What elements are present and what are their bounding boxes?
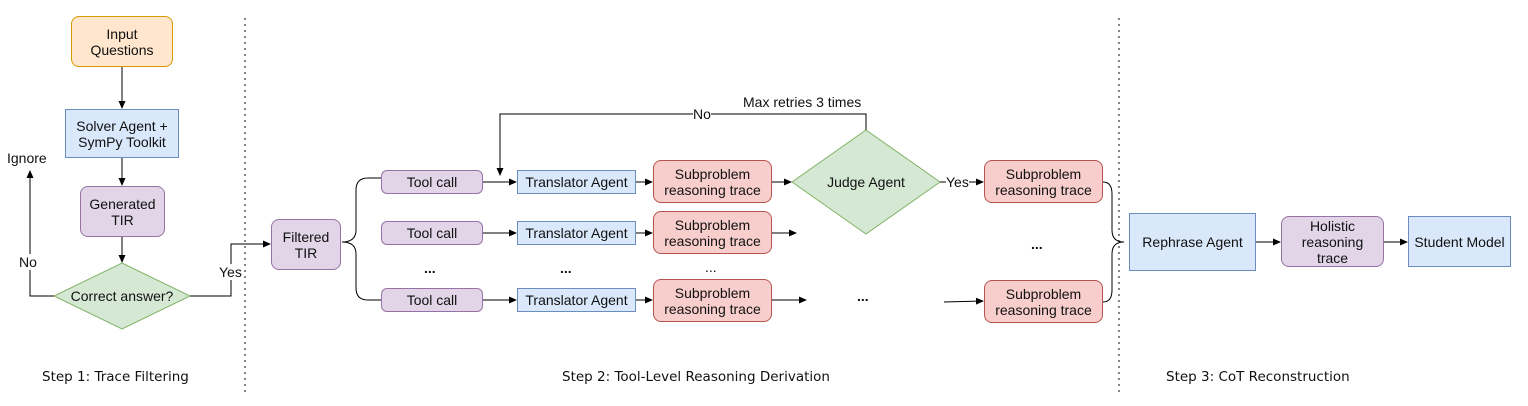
edge-into-sub-bottom bbox=[943, 297, 984, 305]
input-questions-node: Input Questions bbox=[71, 16, 173, 67]
judge-agent-diamond bbox=[791, 129, 941, 235]
ellipsis-translator: ... bbox=[560, 260, 572, 276]
translator-agent-node: Translator Agent bbox=[517, 221, 636, 245]
edge-no-to-ignore bbox=[26, 170, 54, 297]
tool-call-node: Tool call bbox=[381, 170, 483, 194]
edge-judge-retry bbox=[496, 113, 867, 176]
translator-agent-node: Translator Agent bbox=[517, 288, 636, 312]
max-retries-label: Max retries 3 times bbox=[743, 94, 862, 110]
tool-call-node: Tool call bbox=[381, 221, 483, 245]
correct-answer-diamond bbox=[52, 262, 192, 330]
rephrase-agent-node: Rephrase Agent bbox=[1129, 213, 1256, 271]
step3-caption: Step 3: CoT Reconstruction bbox=[1166, 369, 1350, 385]
holistic-trace-node: Holistic reasoning trace bbox=[1281, 216, 1384, 267]
ellipsis-subproblem: ... bbox=[705, 259, 717, 275]
yes-label-judge: Yes bbox=[946, 174, 969, 190]
correct-answer-label: Correct answer? bbox=[70, 288, 174, 304]
merge-brace bbox=[1102, 181, 1125, 303]
ellipsis-tool-call: ... bbox=[424, 260, 436, 276]
subproblem-trace-node: Subproblem reasoning trace bbox=[984, 160, 1103, 203]
ignore-label: Ignore bbox=[7, 150, 47, 166]
filtered-tir-node: Filtered TIR bbox=[271, 219, 341, 270]
generated-tir-node: Generated TIR bbox=[80, 186, 165, 237]
ellipsis-right: ... bbox=[1031, 236, 1043, 252]
student-model-node: Student Model bbox=[1408, 216, 1511, 267]
subproblem-trace-node: Subproblem reasoning trace bbox=[984, 280, 1103, 323]
no-label-retry: No bbox=[693, 106, 711, 122]
subproblem-trace-node: Subproblem reasoning trace bbox=[653, 279, 772, 322]
judge-agent-label: Judge Agent bbox=[827, 174, 905, 190]
no-label-step1: No bbox=[19, 254, 37, 270]
subproblem-trace-node: Subproblem reasoning trace bbox=[653, 211, 772, 254]
step2-caption: Step 2: Tool-Level Reasoning Derivation bbox=[562, 369, 830, 385]
ellipsis-middle: ... bbox=[857, 288, 869, 304]
translator-agent-node: Translator Agent bbox=[517, 170, 636, 194]
fan-out-brace bbox=[341, 177, 381, 301]
yes-label-step1: Yes bbox=[219, 264, 242, 280]
subproblem-trace-node: Subproblem reasoning trace bbox=[653, 160, 772, 203]
tool-call-node: Tool call bbox=[381, 288, 483, 312]
solver-agent-node: Solver Agent + SymPy Toolkit bbox=[65, 109, 179, 158]
step1-caption: Step 1: Trace Filtering bbox=[42, 369, 189, 385]
